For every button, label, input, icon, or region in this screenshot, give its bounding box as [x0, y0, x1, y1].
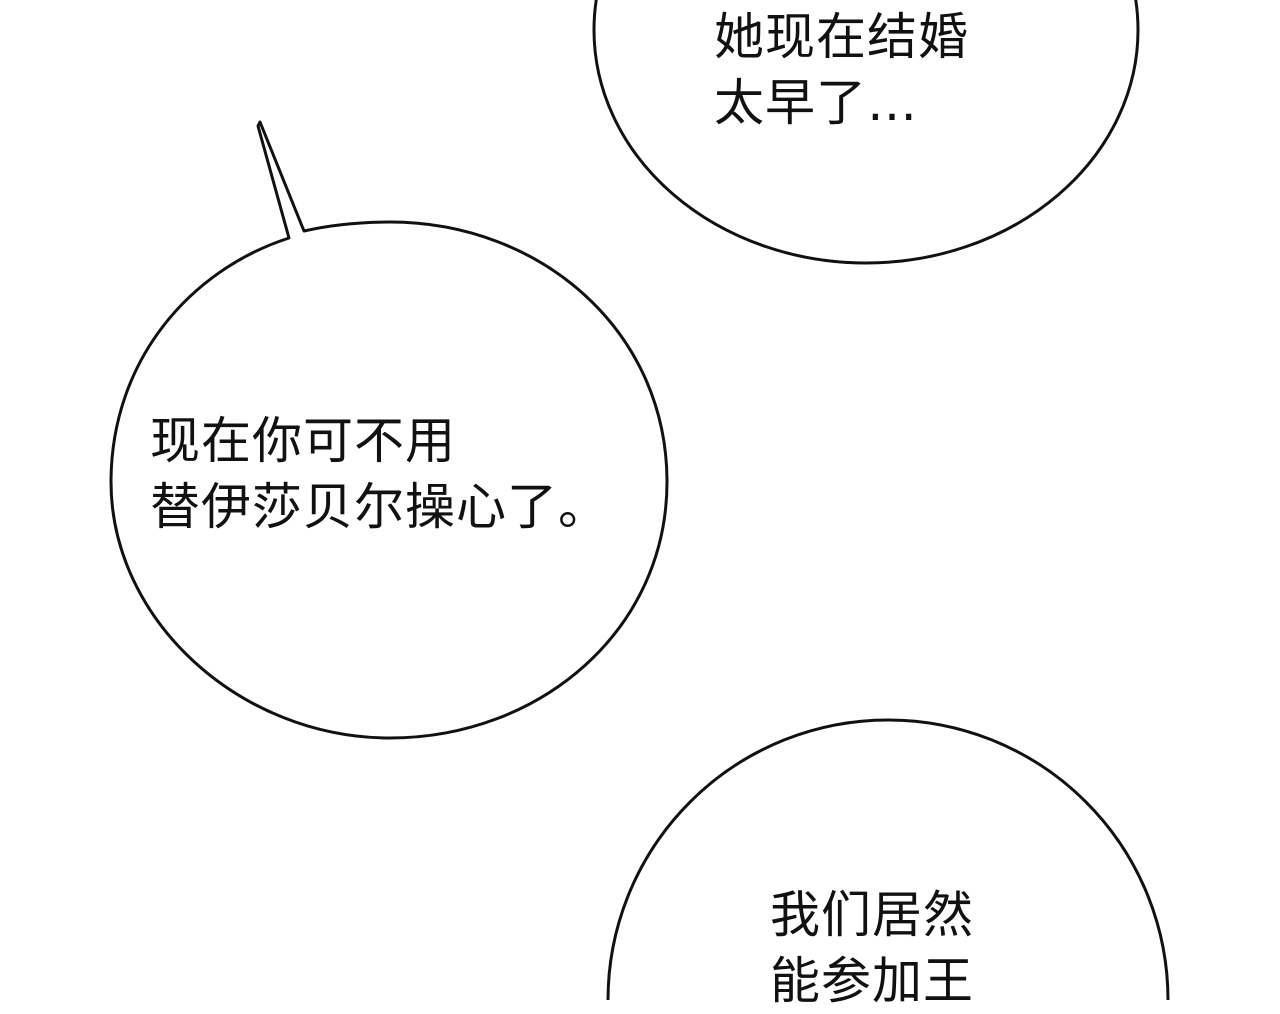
speech-bubble-bottom-right [606, 718, 1170, 1000]
text-line: 现在你可不用 [150, 412, 456, 470]
bubble-text-bottom-right: 我们居然 能参加王 [770, 882, 974, 1014]
bubble-text-top-right: 她现在结婚 太早了… [714, 4, 969, 136]
text-line: 我们居然 [770, 886, 974, 944]
bubble-text-left: 现在你可不用 替伊莎贝尔操心了。 [150, 408, 609, 540]
text-line: 替伊莎贝尔操心了。 [150, 478, 609, 536]
text-line: 能参加王 [770, 952, 974, 1010]
text-line: 她现在结婚 [714, 8, 969, 66]
speech-bubble-left [109, 120, 669, 740]
speech-bubble-top-right [592, 0, 1140, 265]
text-line: 太早了… [714, 74, 918, 132]
